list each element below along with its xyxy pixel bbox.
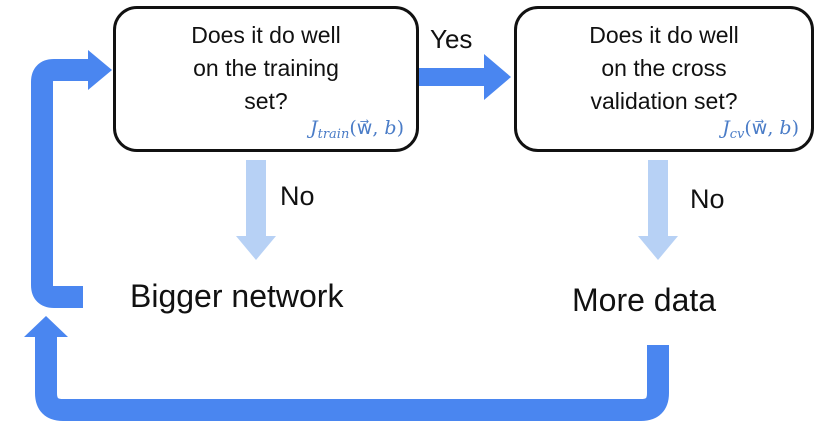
cost-arg-b: b — [384, 117, 397, 139]
cost-arg-w: w — [751, 117, 768, 139]
no-label-cross-validation: No — [690, 184, 725, 214]
no-arrow-right — [638, 160, 678, 260]
training-cost-formula: Jtrain(w⃗, b) — [309, 117, 404, 142]
cost-symbol: J — [722, 117, 730, 139]
cost-separator: , — [372, 117, 385, 139]
cross-validation-question-box: Does it do well on the cross validation … — [514, 6, 814, 152]
bigger-network-label: Bigger network — [130, 278, 344, 314]
cross-validation-question: Does it do well on the cross validation … — [527, 19, 801, 118]
cost-arg-w: w — [356, 117, 373, 139]
no-label-training: No — [280, 181, 315, 211]
training-question-line: set? — [244, 88, 288, 114]
loop-arrow-bigger-network-head — [88, 50, 112, 90]
cost-paren-open: ( — [349, 117, 357, 139]
cost-paren-close: ) — [396, 117, 404, 139]
yes-arrow — [419, 54, 511, 100]
loop-arrow-more-data — [35, 335, 669, 421]
cost-subscript: train — [317, 127, 350, 142]
cost-subscript: cv — [729, 127, 745, 142]
loop-arrow-bigger-network — [31, 59, 90, 308]
cv-question-line: on the cross — [601, 55, 727, 81]
training-set-question-box: Does it do well on the training set? Jtr… — [113, 6, 419, 152]
training-question-line: Does it do well — [191, 22, 341, 48]
cost-arg-b: b — [779, 117, 792, 139]
cv-question-line: Does it do well — [589, 22, 739, 48]
cost-symbol: J — [309, 117, 318, 139]
no-arrow-left — [236, 160, 276, 260]
more-data-label: More data — [572, 282, 717, 318]
training-question-line: on the training — [193, 55, 339, 81]
cost-separator: , — [767, 117, 780, 139]
cost-paren-close: ) — [791, 117, 799, 139]
cv-cost-formula: Jcv(w⃗, b) — [722, 117, 799, 142]
loop-arrow-more-data-head — [24, 316, 68, 337]
cv-question-line: validation set? — [590, 88, 738, 114]
training-set-question: Does it do well on the training set? — [126, 19, 406, 118]
yes-label: Yes — [430, 24, 473, 54]
cost-paren-open: ( — [744, 117, 752, 139]
